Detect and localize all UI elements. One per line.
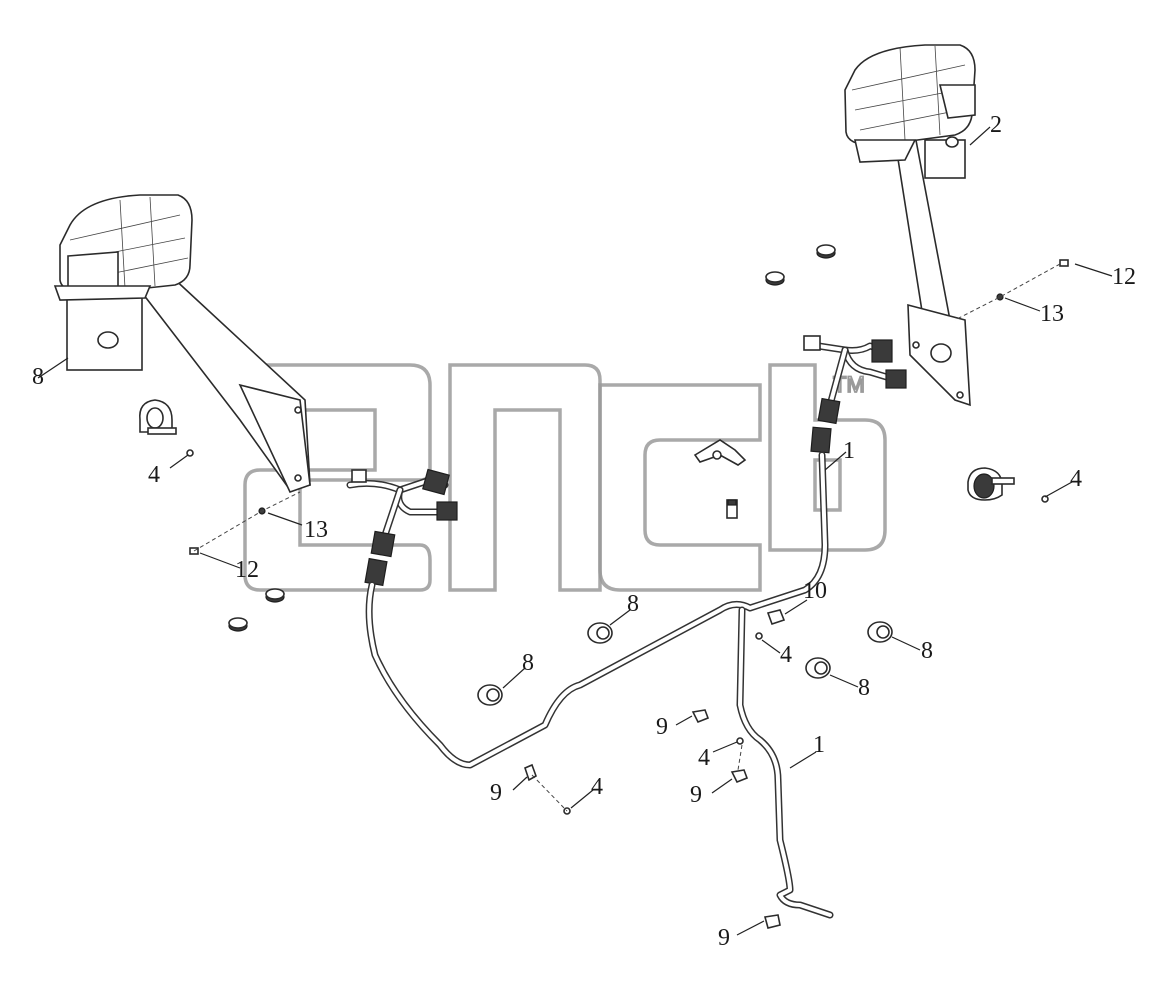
main-harness-cable — [365, 451, 834, 919]
callout-8-c: 8 — [921, 638, 933, 664]
watermark-logo: TM — [243, 363, 887, 592]
callout-4-left-horn: 4 — [148, 462, 160, 488]
callout-1-upper: 1 — [843, 438, 855, 464]
right-horn — [967, 467, 1015, 501]
callout-8-d: 8 — [858, 675, 870, 701]
callout-8-b: 8 — [522, 650, 534, 676]
right-harness-connectors — [803, 335, 907, 454]
left-harness-connectors — [346, 468, 458, 587]
callout-4-lower-left: 4 — [591, 774, 603, 800]
central-bracket — [693, 439, 747, 519]
callout-9-a: 9 — [656, 714, 668, 740]
left-mirror-assembly — [53, 194, 311, 493]
callout-8-a: 8 — [627, 591, 639, 617]
right-mirror-assembly — [844, 44, 976, 407]
callout-4-lower-center: 4 — [698, 745, 710, 771]
callout-7: 8 — [32, 364, 44, 390]
left-horn — [138, 399, 177, 435]
callout-4-right-horn: 4 — [1070, 466, 1082, 492]
callout-13-left: 13 — [304, 517, 328, 543]
callouts: 8 2 4 4 12 13 12 13 1 1 8 8 8 8 10 4 9 4… — [32, 112, 1136, 951]
callout-10: 10 — [803, 578, 827, 604]
alignment-lines — [193, 263, 1061, 812]
leader-lines — [37, 126, 1113, 936]
grommets — [228, 244, 893, 706]
callout-1-lower: 1 — [813, 732, 825, 758]
callout-13-right: 13 — [1040, 301, 1064, 327]
callout-12-left: 12 — [235, 557, 259, 583]
callout-9-c: 9 — [490, 780, 502, 806]
callout-4-center: 4 — [780, 642, 792, 668]
callout-9-b: 9 — [690, 782, 702, 808]
callout-12-right: 12 — [1112, 264, 1136, 290]
callout-2: 2 — [990, 112, 1002, 138]
callout-9-d: 9 — [718, 925, 730, 951]
